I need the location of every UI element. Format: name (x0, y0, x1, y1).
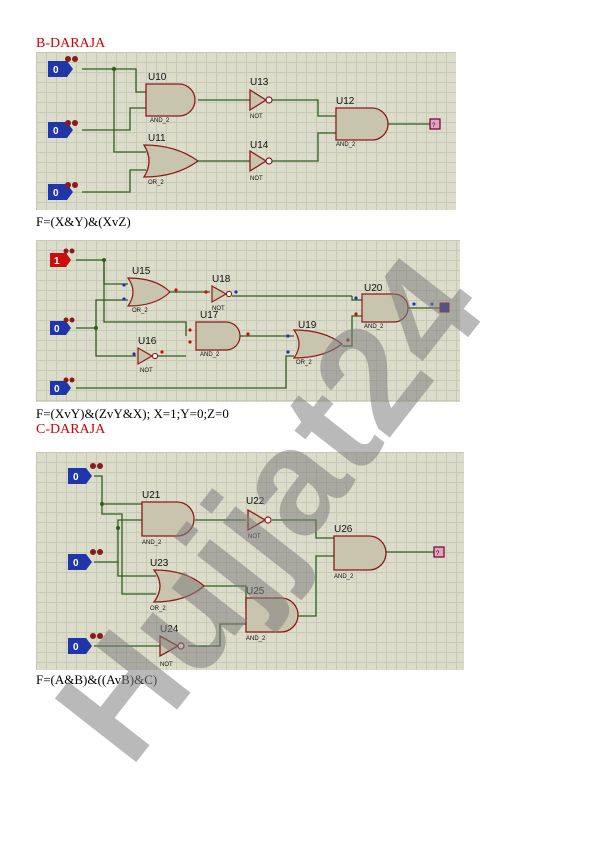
gate-u14-not[interactable]: U14 NOT (249, 140, 273, 182)
svg-text:NOT: NOT (250, 114, 263, 120)
svg-text:NOT: NOT (160, 662, 173, 668)
svg-text:U22: U22 (246, 496, 265, 507)
svg-text:0: 0 (53, 126, 59, 137)
svg-text:U21: U21 (142, 490, 161, 501)
output-probe (430, 302, 450, 313)
svg-text:U23: U23 (150, 558, 169, 569)
gate-u13-not[interactable]: U13 NOT (249, 77, 273, 120)
input-pin-z[interactable]: 0 (48, 182, 78, 200)
formula-3: F=(A&B)&((AvB)&C) (36, 672, 158, 687)
svg-text:0: 0 (73, 472, 79, 483)
gate-u12-and[interactable]: U12 AND_2 (335, 96, 389, 148)
svg-text:U12: U12 (336, 96, 355, 107)
svg-text:AND_2: AND_2 (364, 324, 384, 330)
gate-u17-and[interactable]: U17 AND_2 (188, 310, 250, 358)
formula-1: F=(X&Y)&(XvZ) (36, 214, 131, 229)
wires (82, 68, 430, 193)
circuit-3-schematic: 0 0 0 U21 AND_2 U22 NOT U23 OR_2 (68, 463, 445, 668)
svg-text:U16: U16 (138, 336, 157, 347)
circuit-3: 0 0 0 U21 AND_2 U22 NOT U23 OR_2 (36, 452, 464, 670)
svg-text:OR_2: OR_2 (148, 180, 164, 186)
svg-text:U11: U11 (148, 133, 166, 144)
svg-text:0: 0 (54, 384, 60, 395)
svg-text:U20: U20 (364, 283, 383, 294)
junction-dot (100, 502, 104, 506)
output-probe: ? (433, 546, 445, 558)
svg-text:U14: U14 (250, 140, 269, 151)
gate-u18-not[interactable]: U18 NOT (204, 274, 238, 312)
svg-text:1: 1 (54, 256, 60, 267)
svg-text:AND_2: AND_2 (246, 636, 266, 642)
svg-text:0: 0 (73, 558, 79, 569)
gate-u23-or[interactable]: U23 OR_2 (150, 558, 205, 612)
svg-text:0: 0 (73, 642, 79, 653)
svg-text:U25: U25 (246, 586, 265, 597)
gate-u11-or[interactable]: U11 OR_2 (142, 133, 200, 186)
svg-text:OR_2: OR_2 (132, 308, 148, 314)
gate-u25-and[interactable]: U25 AND_2 (245, 586, 299, 642)
input-pin-a[interactable]: 0 (68, 463, 103, 484)
svg-text:U18: U18 (212, 274, 231, 285)
input-pin-x[interactable]: 0 (48, 56, 78, 77)
input-pin-y[interactable]: 0 (48, 120, 78, 138)
svg-text:U15: U15 (132, 266, 151, 277)
svg-text:OR_2: OR_2 (296, 360, 312, 366)
svg-text:U13: U13 (250, 77, 269, 88)
circuit-1-schematic: 0 0 0 U10 AND_2 U11 OR_2 U13 (48, 56, 441, 200)
junction-dot (94, 326, 98, 330)
section-title-b: B-DARAJA (36, 36, 106, 51)
svg-text:0: 0 (53, 65, 59, 76)
circuit-2-schematic: 1 0 0 U15 OR_2 U18 NOT U17 (50, 248, 450, 396)
wires (94, 475, 434, 647)
input-pin-z[interactable]: 0 (50, 377, 75, 396)
input-pin-c[interactable]: 0 (68, 633, 103, 654)
gate-u20-and[interactable]: U20 AND_2 (354, 283, 416, 330)
gate-u24-not[interactable]: U24 NOT (159, 624, 185, 668)
svg-text:?: ? (436, 551, 440, 557)
svg-text:?: ? (432, 123, 436, 129)
gate-u19-or[interactable]: U19 OR_2 (286, 320, 350, 366)
gate-u21-and[interactable]: U21 AND_2 (141, 490, 195, 546)
section-title-c: C-DARAJA (36, 422, 106, 437)
svg-text:0: 0 (53, 188, 59, 199)
circuit-2: 1 0 0 U15 OR_2 U18 NOT U17 (36, 240, 460, 402)
svg-text:U10: U10 (148, 72, 167, 83)
svg-text:U19: U19 (298, 320, 317, 331)
svg-text:0: 0 (54, 324, 60, 335)
svg-text:AND_2: AND_2 (336, 142, 356, 148)
svg-text:AND_2: AND_2 (142, 540, 162, 546)
gate-u22-not[interactable]: U22 NOT (246, 496, 272, 540)
circuit-1: 0 0 0 U10 AND_2 U11 OR_2 U13 (36, 52, 456, 210)
gate-u26-and[interactable]: U26 AND_2 (333, 524, 387, 580)
svg-text:U17: U17 (200, 310, 219, 321)
gate-u16-not[interactable]: U16 NOT (132, 336, 164, 374)
formula-2: F=(XvY)&(ZvY&X); X=1;Y=0;Z=0 (36, 406, 229, 421)
svg-text:NOT: NOT (248, 534, 261, 540)
input-pin-y[interactable]: 0 (50, 317, 75, 336)
svg-text:NOT: NOT (250, 176, 263, 182)
junction-dot (111, 66, 117, 72)
svg-text:NOT: NOT (140, 368, 153, 374)
junction-dot (116, 526, 120, 530)
junction-dot (102, 258, 106, 262)
svg-text:AND_2: AND_2 (200, 352, 220, 358)
gate-u10-and[interactable]: U10 AND_2 (145, 72, 196, 124)
wires (76, 259, 440, 389)
gate-u15-or[interactable]: U15 OR_2 (122, 266, 178, 314)
svg-text:OR_2: OR_2 (150, 606, 166, 612)
svg-text:AND_2: AND_2 (334, 574, 354, 580)
svg-text:NOT: NOT (212, 306, 225, 312)
svg-text:AND_2: AND_2 (150, 118, 170, 124)
input-pin-b[interactable]: 0 (68, 549, 103, 570)
svg-text:U24: U24 (160, 624, 179, 635)
output-probe: ? (429, 118, 441, 130)
svg-text:U26: U26 (334, 524, 353, 535)
input-pin-x[interactable]: 1 (50, 248, 75, 268)
